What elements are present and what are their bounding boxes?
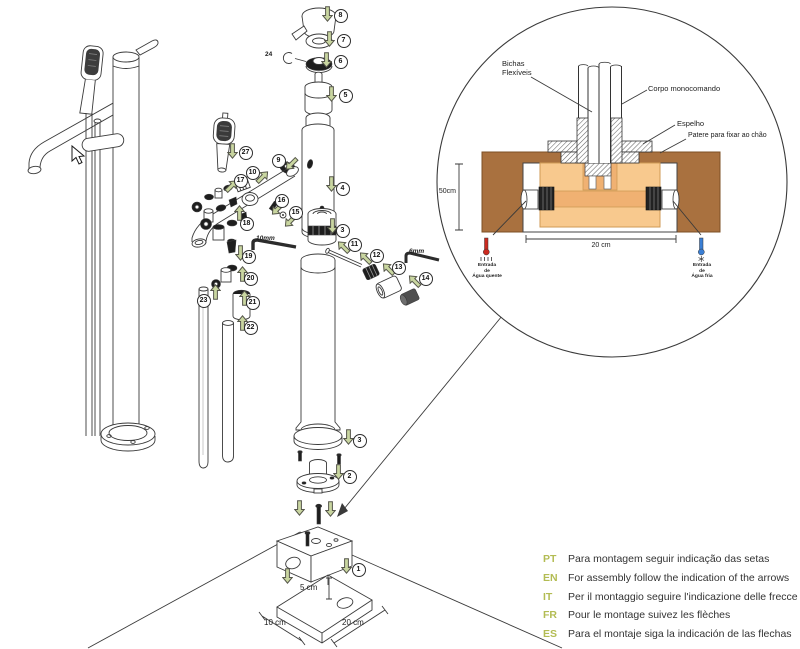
- instruction-row: PT Para montagem seguir indicação das set…: [543, 550, 798, 569]
- part-number-callout: 3: [352, 433, 367, 448]
- instruction-text: Para el montaje siga la indicación de la…: [568, 628, 792, 641]
- instruction-text: Para montagem seguir indicação das setas: [568, 553, 770, 565]
- instruction-text: For assembly follow the indication of th…: [568, 571, 790, 584]
- part-number-callout: 17: [233, 173, 248, 188]
- instruction-row: EN For assembly follow the indication of …: [543, 569, 798, 588]
- assembly-direction-arrow: [293, 500, 305, 516]
- allen-key-6mm-label: 6mm: [409, 248, 425, 255]
- assembly-direction-arrow: [323, 31, 335, 47]
- assembly-direction-arrow: [333, 237, 352, 256]
- cold-water-thermometer-icon: [698, 237, 705, 262]
- assembly-direction-arrow: [332, 464, 344, 480]
- part-number-callout: 8: [333, 8, 348, 23]
- part-number-callout: 22: [243, 320, 258, 335]
- assembly-direction-arrow: [233, 205, 245, 221]
- assembly-direction-arrow: [378, 259, 397, 278]
- assembly-direction-arrow: [342, 429, 354, 445]
- recess-length-label: 20 cm: [342, 618, 364, 627]
- part-number-callout: 1: [351, 562, 366, 577]
- hot-water-inlet-label: Entrada de Água quente: [472, 263, 502, 280]
- part-number-callout: 16: [274, 193, 289, 208]
- inset-depth-dim-label: 50cm: [438, 188, 456, 195]
- part-number-callout: 23: [196, 293, 211, 308]
- assembly-direction-arrow: [221, 176, 240, 195]
- part-number-callout: 27: [238, 145, 253, 160]
- inset-width-dim-label: 20 cm: [591, 242, 611, 249]
- assembly-direction-arrow: [321, 6, 333, 22]
- instruction-text: Pour le montage suivez les flèches: [568, 609, 731, 622]
- inset-leader-line: [337, 315, 503, 517]
- assembly-direction-arrow: [226, 143, 238, 159]
- part-number-callout: 11: [347, 237, 362, 252]
- language-code: IT: [543, 590, 553, 603]
- assembly-direction-arrow: [325, 86, 337, 102]
- language-code: PT: [543, 553, 557, 565]
- part-number-callout: 5: [338, 88, 353, 103]
- part-number-callout: 10: [245, 165, 260, 180]
- part-number-callout: 2: [342, 469, 357, 484]
- wrench-size-label: 24: [265, 51, 273, 58]
- assembly-direction-arrow: [252, 167, 271, 186]
- floor-bracket-label: Patere para fixar ao chão: [688, 132, 767, 139]
- part-number-callout: 15: [288, 205, 303, 220]
- part-number-callout: 12: [369, 248, 384, 263]
- part-number-callout: 7: [336, 33, 351, 48]
- part-number-callout: 9: [271, 153, 286, 168]
- assembled-faucet-drawing: [27, 39, 159, 452]
- instruction-text: Per il montaggio seguire l'indicazione d…: [568, 590, 798, 603]
- hot-water-thermometer-icon: [480, 237, 492, 261]
- part-number-callout: 4: [335, 181, 350, 196]
- recess-depth-label: 5 cm: [300, 583, 318, 592]
- mouse-cursor-icon: [71, 144, 86, 165]
- monobloc-body-label: Corpo monocomando: [648, 84, 721, 93]
- part-number-callout: 21: [245, 295, 260, 310]
- cold-water-inlet-label: Entrada de Água fria: [691, 263, 713, 280]
- assembly-direction-arrow: [281, 154, 300, 173]
- part-number-callout: 13: [391, 260, 406, 275]
- cover-plate-label: Espelho: [677, 119, 705, 128]
- language-code: EN: [543, 571, 558, 584]
- part-number-callout: 14: [418, 271, 433, 286]
- part-number-callout: 18: [239, 216, 254, 231]
- instruction-row: IT Per il montaggio seguire l'indicazione…: [543, 588, 798, 607]
- assembly-direction-arrow: [209, 284, 221, 300]
- recess-width-label: 10 cm: [264, 618, 286, 627]
- part-number-callout: 6: [333, 54, 348, 69]
- part-number-callout: 19: [241, 249, 256, 264]
- mounting-detail-inset: [436, 6, 788, 358]
- instructions-block: PT Para montagem seguir indicação das set…: [543, 550, 798, 644]
- assembly-direction-arrow: [281, 568, 293, 584]
- exploded-parts-drawing: [191, 7, 440, 648]
- part-number-callout: 20: [243, 271, 258, 286]
- assembly-direction-arrow: [340, 558, 352, 574]
- language-code: ES: [543, 628, 558, 641]
- flex-hoses-label: Bichas Flexíveis: [502, 59, 532, 77]
- part-number-callout: 3: [335, 223, 350, 238]
- instruction-row: ES Para el montaje siga la indicación de …: [543, 625, 798, 644]
- assembly-direction-arrow: [324, 501, 336, 517]
- assembly-direction-arrow: [320, 52, 332, 68]
- assembly-direction-arrow: [404, 271, 423, 290]
- instruction-row: FR Pour le montage suivez les flèches: [543, 606, 798, 625]
- language-code: FR: [543, 609, 557, 622]
- assembly-direction-arrow: [325, 176, 337, 192]
- allen-key-10mm-label: 10mm: [256, 235, 275, 242]
- assembly-direction-arrow: [355, 248, 374, 267]
